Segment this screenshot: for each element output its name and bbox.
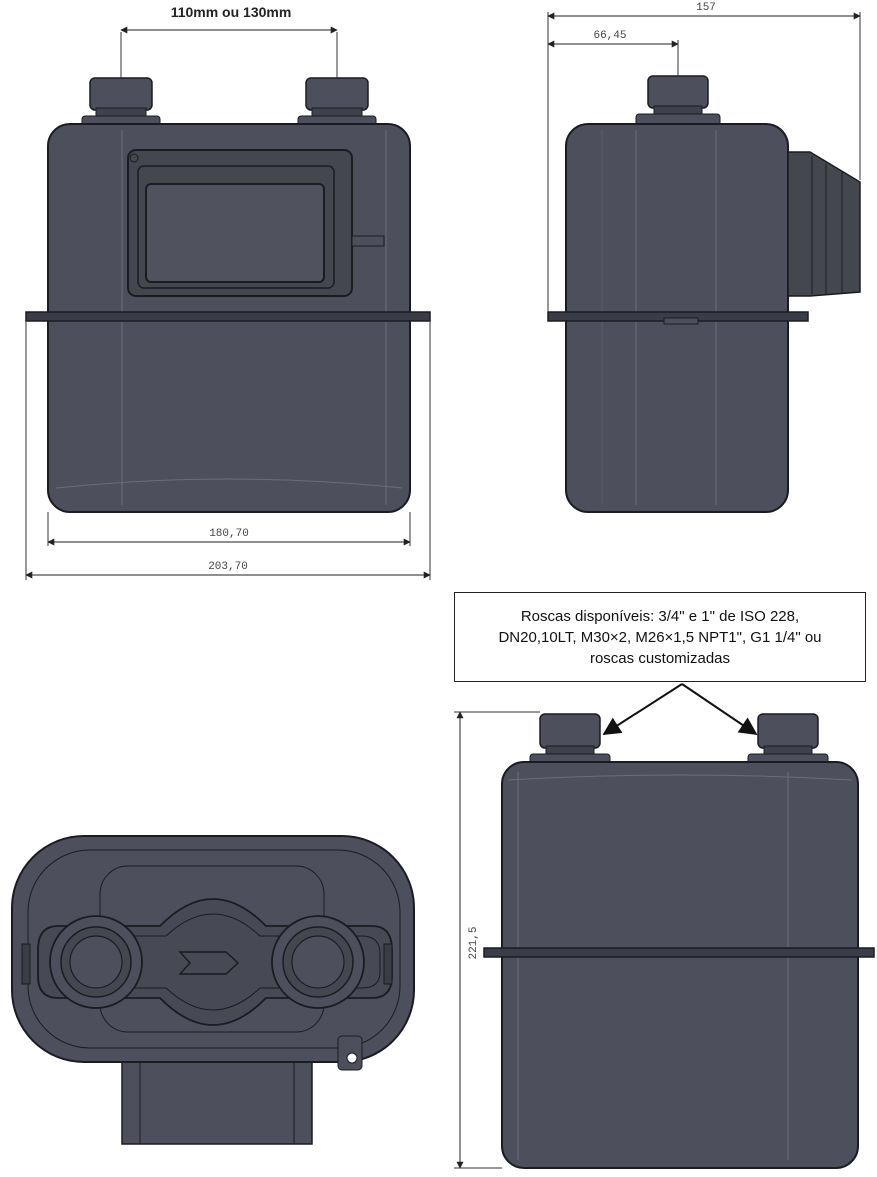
rear-height-label: 221,5	[468, 926, 480, 959]
top-left-port	[49, 915, 143, 1009]
front-left-inlet	[81, 77, 161, 131]
top-view	[11, 835, 415, 1145]
top-right-port	[271, 915, 365, 1009]
inlet-spacing-label: 110mm ou 130mm	[171, 4, 292, 20]
rear-view: 221,5	[454, 683, 875, 1169]
seal-tab	[337, 1035, 363, 1071]
thread-note-line-2: DN20,10LT, M30×2, M26×1,5 NPT1", G1 1/4"…	[498, 628, 822, 646]
front-inner-width-label: 180,70	[209, 528, 249, 540]
front-outer-width-label: 203,70	[208, 561, 248, 573]
flow-direction-arrow	[178, 951, 240, 975]
side-inlet-offset-label: 66,45	[593, 30, 626, 42]
rear-right-inlet	[747, 713, 829, 769]
thread-note-line-1: Roscas disponíveis: 3/4" e 1" de ISO 228…	[520, 607, 800, 625]
side-display-housing	[787, 151, 861, 297]
side-depth-label: 157	[696, 2, 716, 14]
front-view: 110mm ou 130mm 180,70 203,70	[25, 4, 431, 580]
front-display-window	[127, 149, 385, 297]
side-view: 157 66,45	[547, 2, 861, 513]
thread-options-note: Roscas disponíveis: 3/4" e 1" de ISO 228…	[454, 592, 866, 682]
front-right-inlet	[297, 77, 377, 131]
thread-note-line-3: roscas customizadas	[589, 649, 731, 667]
rear-left-inlet	[529, 713, 611, 769]
side-inlet	[635, 75, 721, 129]
